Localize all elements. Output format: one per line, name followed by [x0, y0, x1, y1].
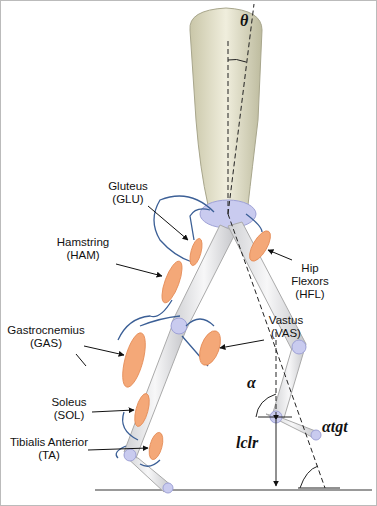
- knee-joint: [171, 318, 187, 334]
- reference-lines: [228, 4, 325, 488]
- muscle-label: Hamstring (HAM): [48, 236, 118, 262]
- muscle-label: Soleus (SOL): [46, 396, 92, 422]
- tendon-wires: [116, 196, 262, 466]
- muscle-label: Hip Flexors (HFL): [282, 262, 338, 301]
- toe-joint: [311, 430, 321, 440]
- swing-shank: [272, 344, 306, 418]
- muscle-label: Tibialis Anterior (TA): [4, 436, 94, 462]
- muscle-label: Vastus (VAS): [262, 314, 310, 340]
- toe-joint: [163, 483, 173, 493]
- muscle-label: Gluteus (GLU): [98, 180, 158, 206]
- angle-symbol: α: [247, 376, 256, 389]
- distance-symbol: lclr: [236, 436, 258, 449]
- ground-line: [95, 489, 372, 491]
- knee-joint: [292, 340, 306, 354]
- muscles: [118, 228, 275, 461]
- stance-thigh: [172, 225, 236, 330]
- ankle-joint: [124, 449, 136, 461]
- angle-symbol: αtgt: [322, 420, 348, 433]
- angle-symbol: θ: [240, 14, 248, 27]
- muscle-label: Gastrocnemius (GAS): [4, 324, 88, 350]
- torso: [190, 8, 262, 205]
